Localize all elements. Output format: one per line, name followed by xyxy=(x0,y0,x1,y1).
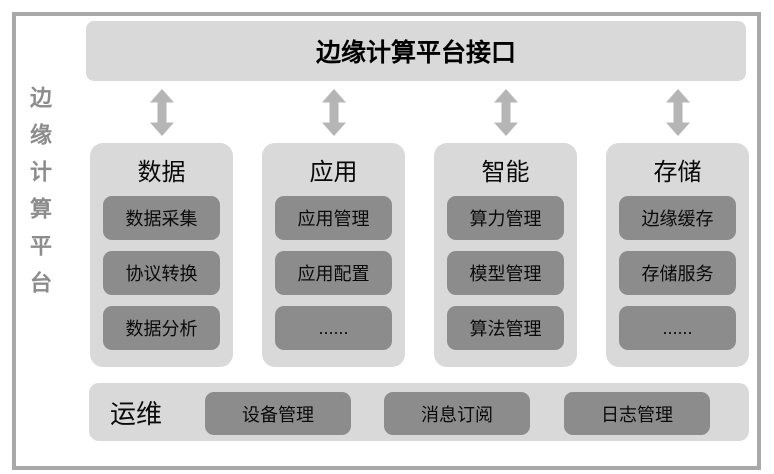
module-box: 消息订阅 xyxy=(384,392,530,435)
module-box: 日志管理 xyxy=(564,392,710,435)
module-box: 算法管理 xyxy=(447,306,564,350)
column-header: 数据 xyxy=(137,159,186,186)
column-header: 应用 xyxy=(309,159,358,186)
module-column-data: 数据 数据采集 协议转换 数据分析 xyxy=(90,143,233,367)
module-box: 设备管理 xyxy=(205,392,351,435)
module-box: 协议转换 xyxy=(103,251,220,295)
module-box: ...... xyxy=(275,306,392,350)
module-box: 模型管理 xyxy=(447,251,564,295)
module-column-application: 应用 应用管理 应用配置 ...... xyxy=(262,143,405,367)
module-column-storage: 存储 边缘缓存 存储服务 ...... xyxy=(606,143,749,367)
ops-bar: 运维 设备管理 消息订阅 日志管理 xyxy=(89,383,749,441)
module-box: 应用配置 xyxy=(275,251,392,295)
module-box: 存储服务 xyxy=(619,251,736,295)
bidirectional-arrow-icon xyxy=(494,89,518,136)
column-header: 存储 xyxy=(653,159,702,186)
module-box: 边缘缓存 xyxy=(619,196,736,240)
bidirectional-arrow-icon xyxy=(322,89,346,136)
column-header: 智能 xyxy=(481,159,530,186)
bidirectional-arrow-icon xyxy=(666,89,690,136)
diagram-border-frame xyxy=(12,12,761,470)
platform-interface-title: 边缘计算平台接口 xyxy=(315,39,516,67)
module-box: 数据分析 xyxy=(103,306,220,350)
module-column-intelligence: 智能 算力管理 模型管理 算法管理 xyxy=(434,143,577,367)
module-box: 算力管理 xyxy=(447,196,564,240)
platform-side-label: 边缘计算平台 xyxy=(27,86,52,308)
module-box: ...... xyxy=(619,306,736,350)
bidirectional-arrow-icon xyxy=(150,89,174,136)
platform-interface-banner: 边缘计算平台接口 xyxy=(86,21,746,81)
ops-bar-label: 运维 xyxy=(110,398,163,429)
module-box: 应用管理 xyxy=(275,196,392,240)
module-box: 数据采集 xyxy=(103,196,220,240)
